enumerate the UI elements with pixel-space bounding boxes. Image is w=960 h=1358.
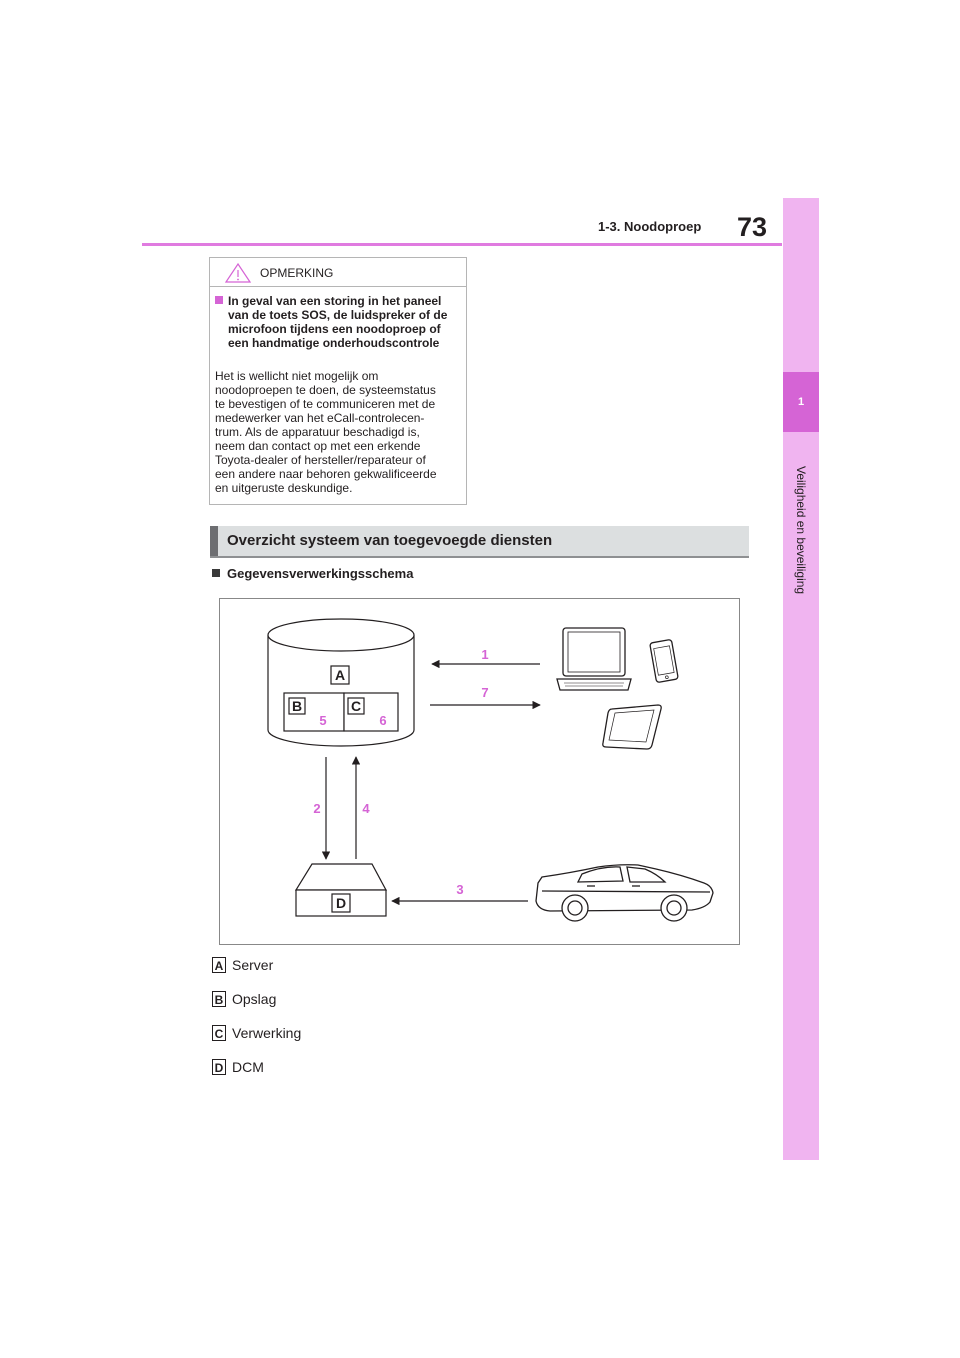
chapter-tab[interactable]: 1: [783, 372, 819, 432]
legend-letter: D: [212, 1059, 226, 1075]
section-bar-accent: [210, 526, 218, 556]
note-bullet: [215, 296, 223, 304]
note-header: OPMERKING: [210, 258, 466, 287]
diagram-frame: A B C 5 6 1 7: [219, 598, 740, 945]
note-body-line: een andere naar behoren gekwalificeerde: [215, 467, 437, 481]
smartphone-icon: [649, 639, 679, 683]
label-box-a: [330, 665, 350, 685]
note-heading: In geval van een storing in het paneel v…: [228, 294, 448, 350]
legend-text: Server: [232, 957, 274, 973]
section-heading: Overzicht systeem van toegevoegde dienst…: [227, 532, 553, 549]
section-heading-bar: Overzicht systeem van toegevoegde dienst…: [210, 526, 749, 556]
tablet-icon: [602, 704, 662, 750]
legend-text: Opslag: [232, 991, 277, 1007]
subheading: Gegevensverwerkingsschema: [227, 566, 414, 581]
label-b: B: [292, 698, 302, 714]
label-box-b: [288, 697, 306, 715]
legend-letter: B: [212, 991, 226, 1007]
note-title: OPMERKING: [260, 266, 334, 280]
note-body-line: te bevestigen of te communiceren met de: [215, 397, 436, 411]
step-1: 1: [481, 647, 488, 662]
side-chapter-label: Veiligheid en beveiliging: [792, 466, 812, 595]
legend-text: DCM: [232, 1059, 264, 1075]
section-bar-underline: [210, 556, 749, 558]
note-body-line: Het is wellicht niet mogelijk om: [215, 369, 379, 383]
note-body-line: Toyota-dealer of hersteller/reparateur o…: [215, 453, 426, 467]
label-d: D: [336, 895, 346, 911]
note-body-line: en uitgeruste deskundige.: [215, 481, 353, 495]
step-4: 4: [362, 801, 370, 816]
car-icon: [535, 864, 714, 922]
note-body: Het is wellicht niet mogelijk om noodopr…: [215, 369, 461, 495]
subheading-bullet: [212, 569, 220, 577]
step-7: 7: [481, 685, 488, 700]
note-box: OPMERKING In geval van een storing in he…: [209, 257, 467, 505]
note-body-line: trum. Als de apparatuur beschadigd is,: [215, 425, 420, 439]
side-strip: [783, 198, 819, 1160]
header-rule: [142, 243, 782, 246]
legend-letter: A: [212, 957, 226, 973]
side-chapter-label-text: Veiligheid en beveiliging: [794, 466, 808, 595]
note-body-line: medewerker van het eCall-controlecen-: [215, 411, 425, 425]
step-2: 2: [313, 801, 320, 816]
legend-text: Verwerking: [232, 1025, 302, 1041]
label-box-c: [347, 697, 365, 715]
data-flow-diagram: A B C 5 6 1 7: [267, 618, 714, 922]
section-title: 1-3. Noodoproep: [598, 219, 702, 234]
legend-letter: C: [212, 1025, 226, 1041]
step-5: 5: [319, 713, 326, 728]
warning-icon: [225, 263, 251, 283]
note-body-line: neem dan contact op met een erkende: [215, 439, 421, 453]
step-6: 6: [379, 713, 386, 728]
note-body-line: noodoproepen te doen, de systeemstatus: [215, 383, 436, 397]
step-3: 3: [456, 882, 463, 897]
label-a: A: [335, 667, 345, 683]
laptop-icon: [556, 627, 632, 691]
page-number: 73: [737, 212, 768, 242]
label-c: C: [351, 698, 361, 714]
label-box-d: [331, 893, 351, 913]
